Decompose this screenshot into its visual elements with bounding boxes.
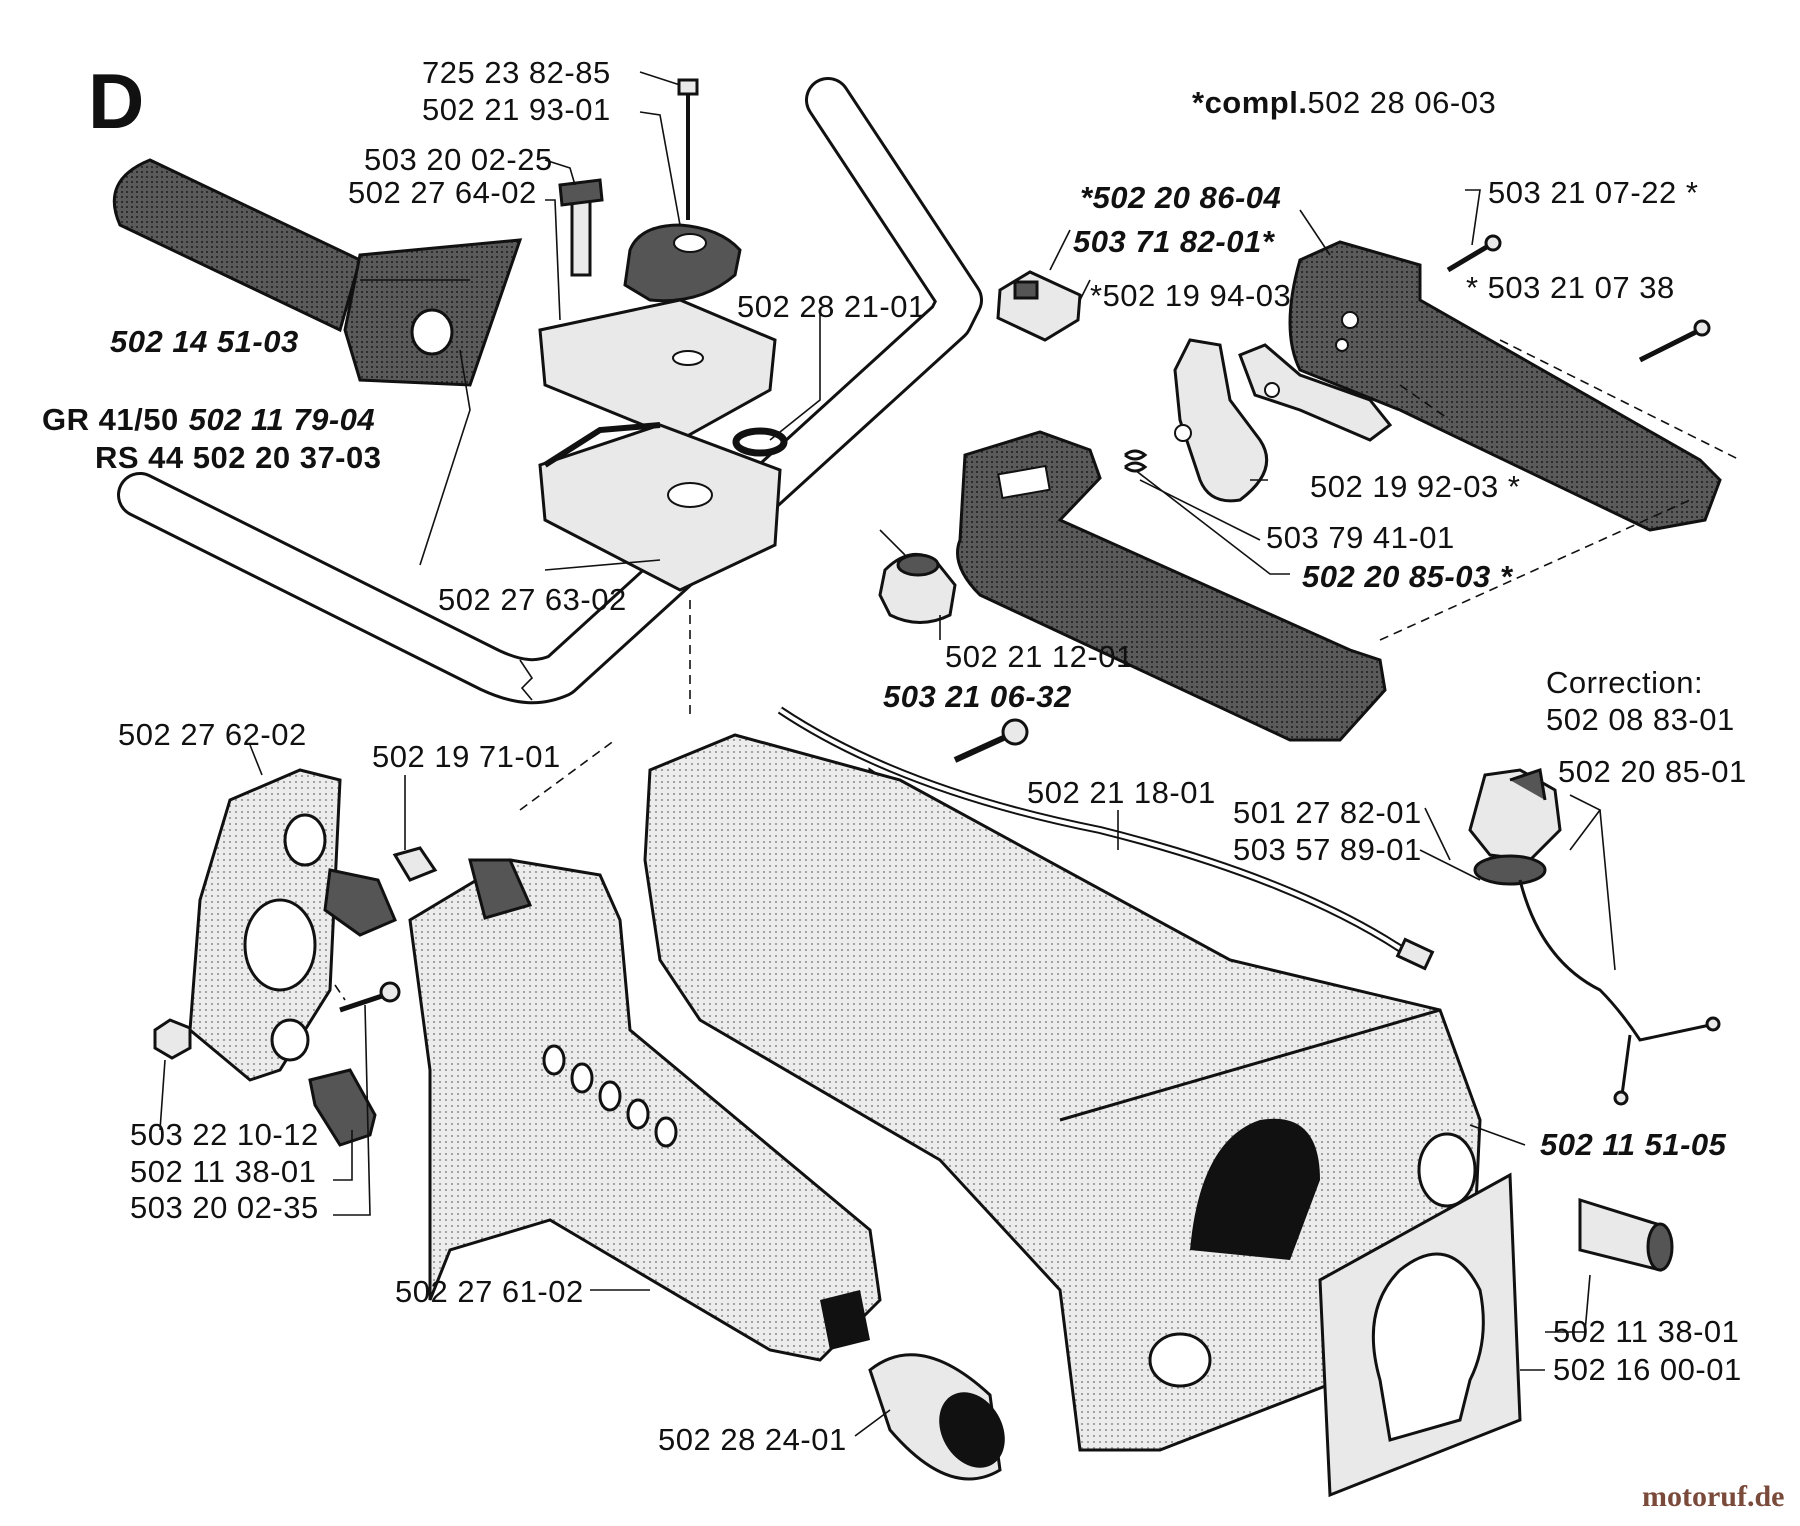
correction-number: 502 08 83-01 [1546, 702, 1735, 737]
screw-503200235 [339, 981, 401, 1013]
complete-assembly-note: *compl.502 28 06-03 [1192, 85, 1496, 120]
label-503794101: 503 79 41-01 [1266, 520, 1455, 555]
label-502208501: 502 20 85-01 [1558, 754, 1747, 789]
label-gr-41-50: GR 41/50 502 11 79-04 [42, 402, 375, 437]
label-502276402: 502 27 64-02 [348, 175, 537, 210]
assembly-lines [334, 339, 1741, 1001]
main-housing [643, 733, 1482, 1452]
rubber-buffer-lower [308, 1068, 377, 1147]
nut-503221012 [153, 1018, 192, 1060]
label-502113801-right: 502 11 38-01 [1553, 1314, 1739, 1349]
label-gr-prefix: GR 41/50 [42, 402, 179, 437]
label-502208503: 502 20 85-03 * [1302, 559, 1514, 594]
label-502117904: 502 11 79-04 [189, 402, 375, 437]
rubber-buffer-upper [323, 868, 397, 937]
label-503221012: 503 22 10-12 [130, 1117, 319, 1152]
label-502199203: 502 19 92-03 * [1310, 469, 1520, 504]
label-rs44: RS 44 502 20 37-03 [95, 440, 382, 475]
sleeve-bottom [868, 1353, 1005, 1481]
fuel-cap [1468, 768, 1721, 1106]
trigger-spring [1124, 449, 1148, 473]
label-503210722: 503 21 07-22 * [1488, 175, 1698, 210]
label-502276302: 502 27 63-02 [438, 582, 627, 617]
handle-clamp [538, 78, 788, 592]
label-502199403: *502 19 94-03 [1090, 278, 1291, 313]
label-502115105: 502 11 51-05 [1540, 1127, 1727, 1162]
throttle-trigger [1173, 338, 1269, 503]
cable-grommet [878, 552, 957, 624]
compl-number: 502 28 06-03 [1307, 85, 1496, 120]
label-502282101: 502 28 21-01 [737, 289, 926, 324]
label-503578901: 503 57 89-01 [1233, 832, 1422, 867]
label-502219301: 502 21 93-01 [422, 92, 611, 127]
label-502276102: 502 27 61-02 [395, 1274, 584, 1309]
label-502282401: 502 28 24-01 [658, 1422, 847, 1457]
screws-top-right [1446, 234, 1711, 363]
correction-heading: Correction: [1546, 665, 1703, 700]
label-502276202: 502 27 62-02 [118, 717, 307, 752]
handle-extension [408, 858, 882, 1362]
bracket [188, 768, 342, 1082]
label-502211801: 502 21 18-01 [1027, 775, 1216, 810]
label-503210738: * 503 21 07 38 [1466, 270, 1675, 305]
throttle-lockout [1238, 343, 1393, 442]
label-501278201: 501 27 82-01 [1233, 795, 1422, 830]
label-502208604: *502 20 86-04 [1080, 180, 1281, 215]
handle-half-cover [1288, 240, 1722, 532]
label-503200235: 503 20 02-35 [130, 1190, 319, 1225]
screw-503210632 [953, 718, 1029, 763]
label-502160001: 502 16 00-01 [1553, 1352, 1742, 1387]
square-nut [392, 846, 438, 882]
mounting-plate [1318, 1172, 1522, 1498]
left-grip [112, 158, 523, 387]
sleeve-right [1578, 1197, 1674, 1272]
section-letter: D [88, 57, 144, 145]
label-502145103: 502 14 51-03 [110, 324, 299, 359]
label-503200225: 503 20 02-25 [364, 142, 553, 177]
label-502113801-left: 502 11 38-01 [130, 1154, 316, 1189]
label-503718201: 503 71 82-01* [1073, 224, 1276, 259]
compl-prefix: *compl. [1192, 85, 1307, 120]
label-502197101: 502 19 71-01 [372, 739, 561, 774]
label-725238285: 725 23 82-85 [422, 55, 611, 90]
leader-lines [159, 71, 1616, 1437]
label-502211201: 502 21 12-01 [945, 639, 1134, 674]
watermark-logo: motoruf.de [1642, 1480, 1784, 1513]
label-503210632: 503 21 06-32 [883, 679, 1072, 714]
stop-switch [996, 270, 1082, 342]
throttle-handle [956, 430, 1387, 742]
